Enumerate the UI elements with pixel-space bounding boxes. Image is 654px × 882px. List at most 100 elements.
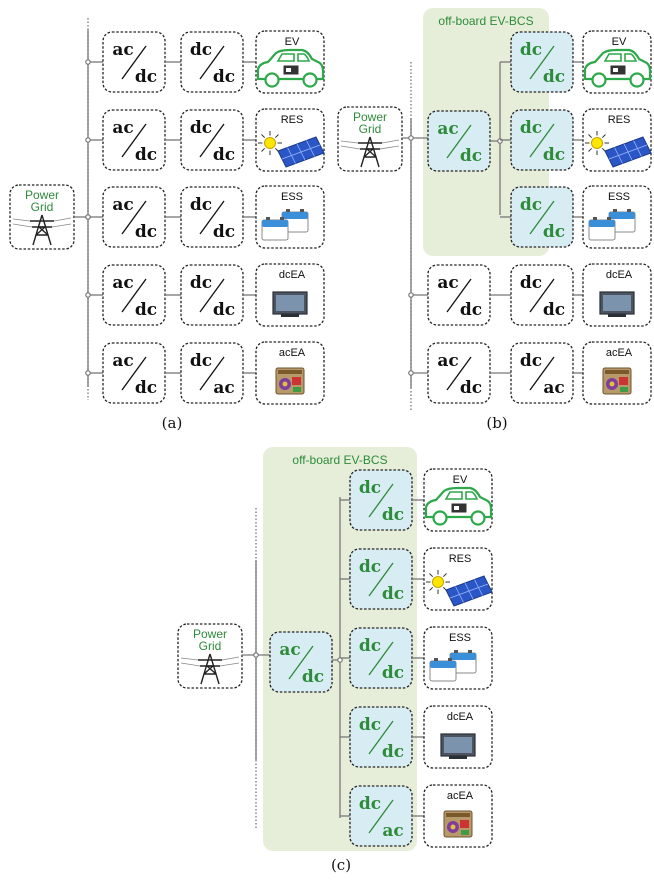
power-grid-label: Grid	[31, 200, 54, 214]
junction-dot	[85, 292, 91, 298]
converter-input-label: ac	[437, 273, 458, 293]
junction-dot	[253, 652, 259, 658]
converter-slash	[199, 45, 225, 80]
converter-input-label: dc	[520, 195, 542, 215]
converter-input-label: ac	[112, 195, 133, 215]
converter-output-label: dc	[460, 300, 482, 320]
caption-c: (c)	[331, 856, 351, 874]
load-label: dcEA	[447, 711, 474, 723]
ev-car-icon	[256, 48, 325, 88]
converter-slash	[368, 483, 394, 518]
converter-output-label: dc	[302, 667, 324, 687]
converter-output-label: dc	[460, 378, 482, 398]
power-grid-label: Grid	[359, 122, 382, 136]
converter-output-label: dc	[543, 145, 565, 165]
converter-output-label: ac	[382, 821, 403, 841]
load-box-c-ess: ESS	[423, 626, 493, 690]
junction-dot	[85, 214, 91, 220]
transmission-tower-icon	[180, 653, 240, 685]
converter-slash	[529, 45, 555, 80]
converter-input-label: dc	[359, 557, 381, 577]
appliance-icon	[443, 810, 473, 838]
monitor-icon	[599, 291, 635, 317]
caption-b: (b)	[486, 414, 507, 432]
load-box-c-res: RES	[423, 547, 493, 611]
converter-input-label: dc	[359, 478, 381, 498]
junction-dot	[85, 370, 91, 376]
load-box-a-res: RES	[255, 108, 325, 172]
converter-output-label: dc	[135, 378, 157, 398]
converter-input-label: dc	[520, 118, 542, 138]
load-label: acEA	[279, 347, 306, 359]
converter-output-label: dc	[543, 67, 565, 87]
converter-input-label: dc	[359, 794, 381, 814]
converter-output-label: dc	[382, 505, 404, 525]
converter-slash	[446, 124, 472, 159]
load-box-a-acea: acEA	[255, 341, 325, 405]
converter-output-label: ac	[213, 378, 234, 398]
converter-slash	[529, 278, 555, 313]
converter-output-label: dc	[460, 146, 482, 166]
converter-output-label: dc	[135, 145, 157, 165]
converter-slash	[368, 720, 394, 755]
converter-output-label: dc	[213, 222, 235, 242]
monitor-icon	[272, 291, 308, 317]
solar-panel-icon	[426, 570, 493, 607]
converter-slash	[199, 200, 225, 235]
load-label: RES	[281, 114, 304, 126]
load-box-c-acea: acEA	[423, 784, 493, 848]
converter-input-label: ac	[112, 40, 133, 60]
converter-input-label: dc	[190, 273, 212, 293]
converter-slash	[529, 200, 555, 235]
appliance-icon	[275, 367, 305, 395]
converter-input-label: dc	[359, 715, 381, 735]
converter-slash	[199, 278, 225, 313]
load-label: ESS	[608, 191, 630, 203]
converter-slash	[199, 356, 225, 391]
power-grid-label: Power	[353, 110, 387, 124]
load-label: acEA	[447, 790, 474, 802]
converter-input-label: dc	[190, 40, 212, 60]
load-label: EV	[453, 474, 468, 486]
load-label: ESS	[449, 632, 471, 644]
load-label: acEA	[606, 347, 633, 359]
converter-output-label: dc	[213, 300, 235, 320]
power-grid-label: Power	[193, 627, 227, 641]
converter-output-label: dc	[382, 742, 404, 762]
load-box-a-ess: ESS	[255, 185, 325, 249]
converter-input-label: dc	[520, 351, 542, 371]
load-box-b-res: RES	[582, 108, 652, 172]
transmission-tower-icon	[12, 214, 72, 246]
converter-input-label: dc	[359, 636, 381, 656]
converter-output-label: dc	[135, 300, 157, 320]
converter-slash	[121, 200, 147, 235]
converter-input-label: dc	[190, 351, 212, 371]
ev-car-icon	[583, 48, 652, 88]
converter-slash	[121, 278, 147, 313]
converter-output-label: dc	[543, 222, 565, 242]
converter-slash	[446, 356, 472, 391]
junction-dot	[408, 370, 414, 376]
junction-dot	[408, 135, 414, 141]
load-label: RES	[608, 114, 631, 126]
junction-dot	[408, 292, 414, 298]
converter-output-label: dc	[135, 222, 157, 242]
